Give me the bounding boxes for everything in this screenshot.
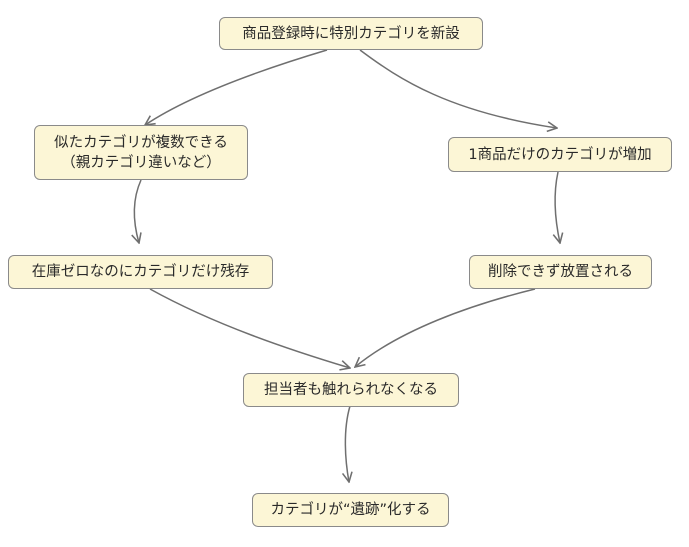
node-cannot-delete-left-alone: 削除できず放置される [469, 255, 652, 289]
edge-n1-n2 [145, 49, 328, 125]
edge-n2-n4 [134, 179, 141, 243]
edge-n5-n6 [355, 288, 536, 367]
edge-n6-n7 [345, 405, 350, 482]
edge-n3-n5 [555, 171, 560, 243]
node-category-becomes-ruin: カテゴリが“遺跡”化する [252, 493, 449, 527]
node-new-special-category: 商品登録時に特別カテゴリを新設 [219, 17, 483, 50]
node-empty-stock-category-remains: 在庫ゼロなのにカテゴリだけ残存 [8, 255, 273, 289]
node-single-product-categories: 1商品だけのカテゴリが増加 [448, 137, 672, 172]
edge-n1-n3 [359, 49, 557, 128]
node-duplicate-categories: 似たカテゴリが複数できる （親カテゴリ違いなど） [34, 125, 248, 180]
node-staff-cannot-touch: 担当者も触れられなくなる [243, 373, 459, 407]
edge-n4-n6 [149, 288, 350, 368]
